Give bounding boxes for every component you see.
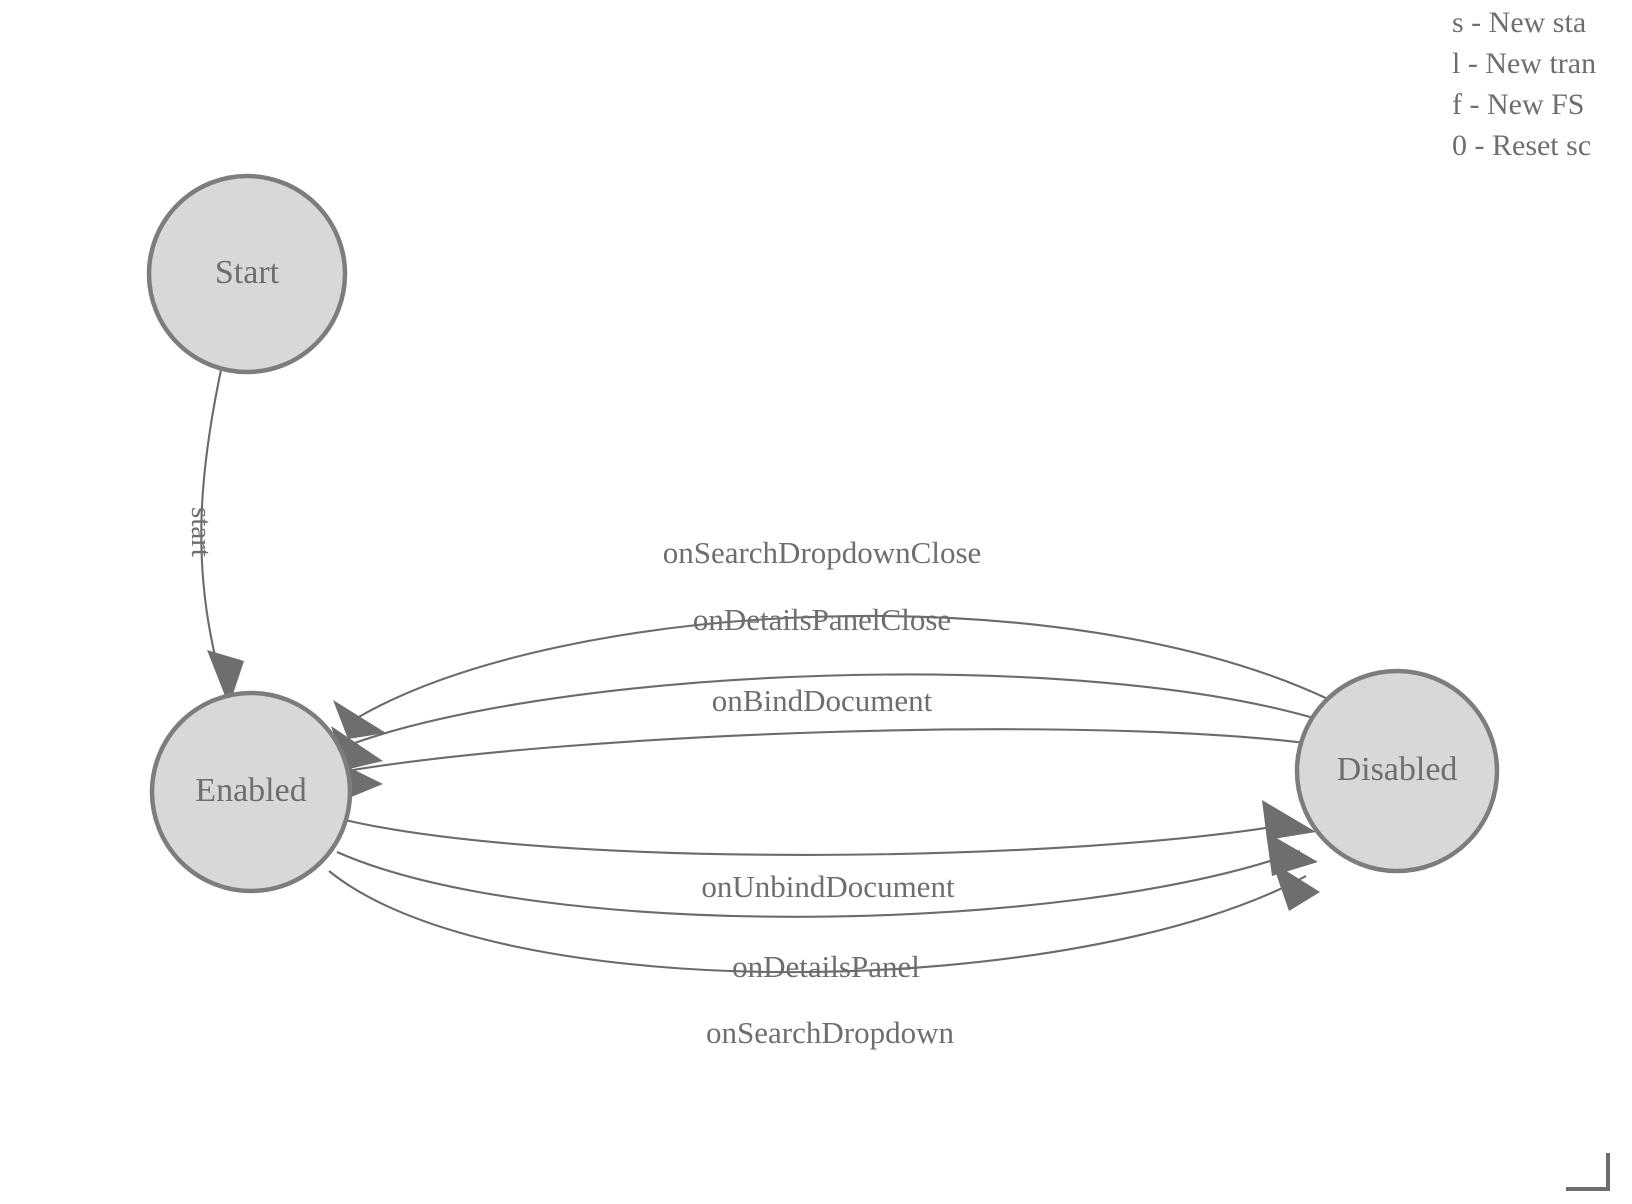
transition-ondetailspanelclose[interactable]: onDetailsPanelClose — [331, 602, 1328, 770]
state-node-start[interactable]: Start — [146, 173, 348, 375]
transition-ondetailspanel-arrowhead — [1266, 832, 1318, 876]
transition-onsearchdropdownclose[interactable]: onSearchDropdownClose — [333, 535, 1331, 739]
state-node-disabled-circle[interactable] — [1294, 668, 1500, 874]
transition-ondetailspanel-label: onDetailsPanel — [732, 949, 920, 984]
legend-line-new-transition: l - New tran — [1452, 47, 1597, 80]
transition-ondetailspanel[interactable]: onDetailsPanel — [336, 832, 1318, 984]
state-node-disabled-label: Disabled — [1337, 751, 1458, 788]
state-node-disabled[interactable]: Disabled — [1294, 668, 1500, 874]
legend-line-new-state: s - New sta — [1452, 6, 1587, 39]
transition-onsearchdropdownclose-label: onSearchDropdownClose — [663, 535, 982, 570]
transition-onbinddocument[interactable]: onBindDocument — [330, 683, 1321, 800]
transition-start-path[interactable] — [200, 369, 223, 661]
transition-start-label: start — [185, 507, 217, 557]
transition-onbinddocument-label: onBindDocument — [712, 683, 933, 718]
transition-onunbinddocument[interactable]: onUnbindDocument — [344, 800, 1316, 904]
transition-onsearchdropdown-label: onSearchDropdown — [706, 1015, 954, 1050]
transition-onunbinddocument-path[interactable] — [344, 818, 1297, 856]
legend-line-reset-scale: 0 - Reset sc — [1452, 129, 1592, 162]
transition-onbinddocument-path[interactable] — [346, 728, 1321, 773]
transition-onunbinddocument-label: onUnbindDocument — [701, 869, 955, 904]
state-node-enabled[interactable]: Enabled — [149, 690, 353, 894]
transition-ondetailspanel-path[interactable] — [336, 850, 1301, 918]
transition-onsearchdropdown[interactable]: onSearchDropdown — [328, 862, 1320, 1050]
keyboard-shortcut-legend: s - New sta l - New tran f - New FS 0 - … — [1422, 0, 1632, 166]
state-node-enabled-circle[interactable] — [149, 690, 353, 894]
transition-onunbinddocument-arrowhead — [1262, 800, 1316, 840]
legend-line-new-fsm: f - New FS — [1452, 88, 1585, 121]
transition-onsearchdropdownclose-arrowhead — [333, 700, 386, 739]
transition-ondetailspanelclose-path[interactable] — [348, 673, 1328, 746]
state-node-start-label: Start — [215, 254, 280, 291]
transition-onsearchdropdownclose-path[interactable] — [356, 614, 1331, 719]
transition-start-arrowhead — [207, 650, 244, 706]
state-node-start-circle[interactable] — [146, 173, 348, 375]
transition-ondetailspanelclose-label: onDetailsPanelClose — [693, 602, 951, 637]
state-node-enabled-label: Enabled — [195, 772, 306, 809]
transition-onsearchdropdown-arrowhead — [1272, 862, 1320, 911]
transition-start[interactable]: start — [185, 369, 244, 706]
transition-onsearchdropdown-path[interactable] — [328, 870, 1307, 974]
